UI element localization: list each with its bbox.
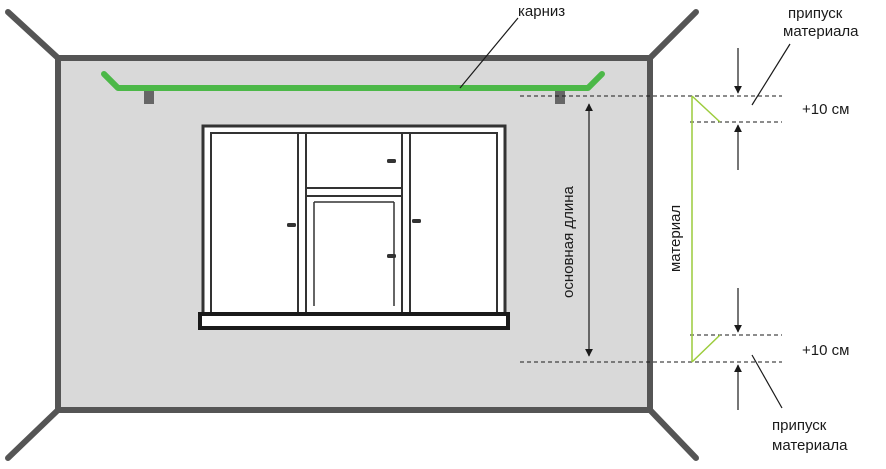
top-allowance-leader: [751, 43, 791, 106]
bottom-allowance-label-line2: материала: [772, 437, 848, 454]
corner-line-bottom-right: [647, 407, 699, 461]
material-fold-bottom: [691, 334, 721, 363]
window-sill: [198, 312, 510, 330]
window-handle-top-center: [387, 159, 396, 163]
rod-bar: [101, 71, 605, 91]
window: [198, 124, 510, 330]
rod-label-leader: [459, 17, 519, 89]
corner-line-top-left: [5, 9, 61, 61]
corner-line-bottom-left: [5, 407, 61, 461]
curtain-rod: [101, 71, 605, 104]
room-perspective-lines: [5, 9, 699, 461]
plus-bottom-label: +10 см: [802, 342, 849, 359]
rod-bracket-left: [144, 88, 154, 104]
corner-line-top-right: [647, 9, 699, 61]
window-handle-right: [412, 219, 421, 223]
plus-top-label: +10 см: [802, 101, 849, 118]
top-allowance-label-line1: припуск: [788, 5, 843, 22]
main-length-label: основная длина: [560, 185, 577, 298]
window-handle-bottom-center: [387, 254, 396, 258]
bottom-allowance-leader: [751, 354, 783, 409]
window-inner-frame: [210, 132, 498, 314]
material-fold-top: [691, 95, 721, 123]
rod-label: карниз: [518, 3, 565, 20]
bottom-allowance-label-line1: припуск: [772, 417, 827, 434]
material-fabric: [691, 95, 721, 363]
reference-lines: [520, 95, 782, 363]
top-allowance-label-line2: материала: [783, 23, 859, 40]
material-label: материал: [667, 205, 684, 272]
rod-bracket-right: [555, 88, 565, 104]
window-handle-left: [287, 223, 296, 227]
